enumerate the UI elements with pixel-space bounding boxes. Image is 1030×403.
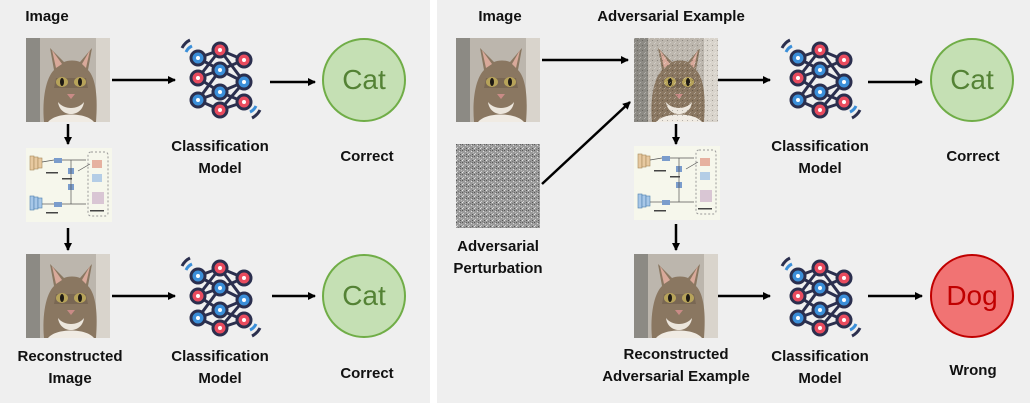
reconstructed-adversarial-image xyxy=(634,254,718,338)
result-circle-cat: Cat xyxy=(322,254,406,338)
status-correct: Correct xyxy=(340,365,394,382)
neural-network-icon xyxy=(176,254,268,338)
neural-network-icon xyxy=(776,254,868,338)
compression-codec-diagram xyxy=(26,148,112,222)
status-wrong: Wrong xyxy=(949,362,997,379)
status-correct: Correct xyxy=(946,148,1000,165)
result-circle-dog: Dog xyxy=(930,254,1014,338)
reconstructed-cat-image xyxy=(26,254,110,338)
compression-codec-diagram xyxy=(634,146,720,220)
neural-network-icon xyxy=(776,36,868,120)
result-circle-cat: Cat xyxy=(930,38,1014,122)
cat-image xyxy=(26,38,110,122)
image-label: Image xyxy=(25,8,69,25)
adversarial-example-label: Adversarial Example xyxy=(597,8,745,25)
status-correct: Correct xyxy=(340,148,394,165)
arrow-noise-to-adv xyxy=(541,101,631,185)
image-label: Image xyxy=(478,8,522,25)
adversarial-cat-image xyxy=(634,38,718,122)
noise-texture xyxy=(456,144,540,228)
neural-network-icon xyxy=(176,36,268,120)
cat-image xyxy=(456,38,540,122)
result-circle-cat: Cat xyxy=(322,38,406,122)
